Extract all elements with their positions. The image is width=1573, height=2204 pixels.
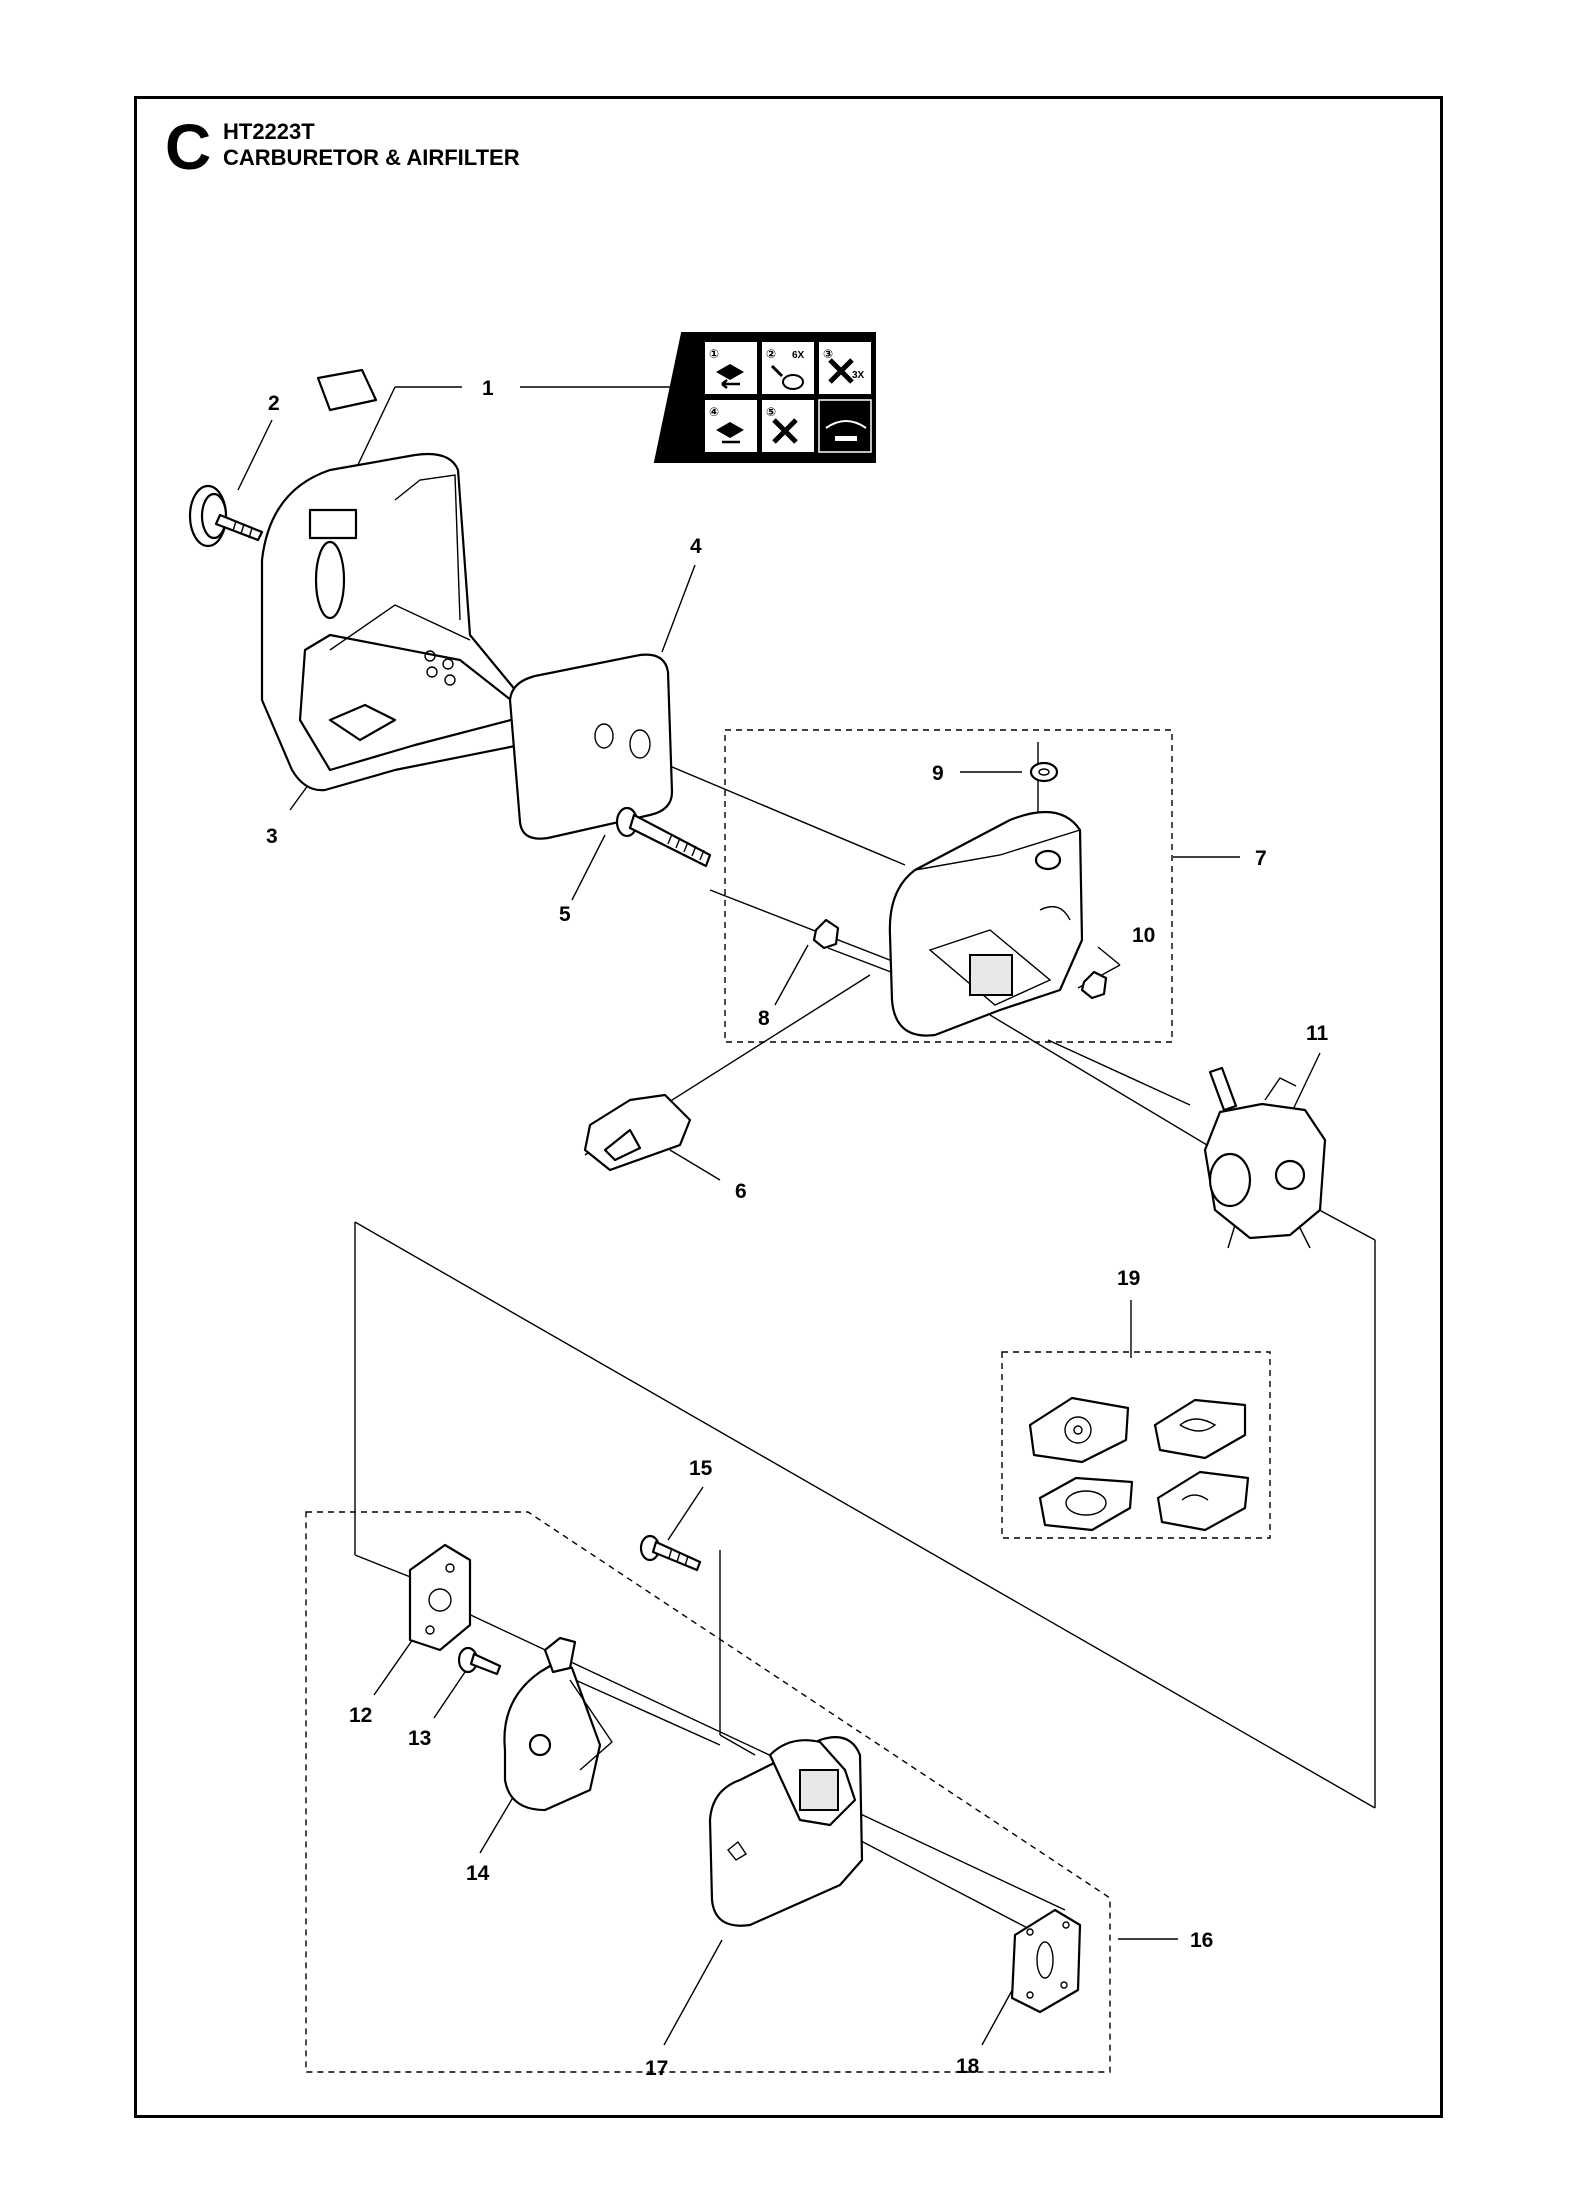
callout-17: 17: [645, 2057, 668, 2080]
callout-2: 2: [268, 392, 280, 415]
decal-step-3: ③: [823, 347, 833, 361]
filter-bolt: [615, 806, 712, 868]
callout-10: 10: [1132, 924, 1155, 947]
instruction-decal: ① ② ③ ④ ⑤ 6X 3X: [653, 332, 876, 463]
callout-14: 14: [466, 1862, 490, 1885]
air-filter-element: [508, 653, 674, 840]
model-number: HT2223T: [223, 119, 315, 144]
decal-step-2: ②: [766, 347, 776, 361]
callout-19: 19: [1117, 1267, 1140, 1290]
filter-bracket: [503, 1636, 613, 1812]
kit-box-7: [724, 729, 1173, 1043]
carburetor: [1203, 1066, 1327, 1249]
callout-11: 11: [1306, 1022, 1329, 1045]
callout-4: 4: [690, 535, 702, 558]
callout-7: 7: [1255, 847, 1267, 870]
kit-box-19: [1001, 1351, 1271, 1539]
callout-12: 12: [349, 1704, 372, 1727]
kit-box-16: [305, 1511, 1111, 2073]
callout-18: 18: [956, 2055, 980, 2078]
bracket-screw: [457, 1646, 502, 1676]
callout-6: 6: [735, 1180, 747, 1203]
callout-labels: 1 2 3 4 5 6 7 8 9 10 11 12 13 14 15 16 1…: [266, 377, 1329, 2080]
callout-13: 13: [408, 1727, 431, 1750]
housing-washer: [1029, 761, 1059, 783]
callout-15: 15: [689, 1457, 713, 1480]
drawing-frame: [134, 96, 1443, 2118]
decal-label: [316, 368, 378, 412]
decal-step-5: ⑤: [766, 405, 776, 419]
gasket-kit: [1028, 1396, 1250, 1532]
spacer-gasket: [408, 1543, 472, 1652]
air-filter-cover: [260, 452, 542, 792]
intake-gasket: [1010, 1908, 1082, 2014]
callout-8: 8: [758, 1007, 770, 1030]
callout-5: 5: [559, 903, 571, 926]
decal-3x-label: 3X: [852, 370, 865, 381]
choke-lever: [583, 1093, 692, 1172]
housing-screw: [639, 1534, 702, 1572]
intake-housing: [708, 1736, 864, 1927]
carburetor-housing: [888, 810, 1084, 1037]
callout-3: 3: [266, 825, 278, 848]
decal-6x-label: 6X: [792, 350, 805, 361]
section-letter: C: [165, 111, 212, 183]
decal-step-1: ①: [709, 347, 719, 361]
callout-9: 9: [932, 762, 944, 785]
callout-1: 1: [482, 377, 494, 400]
page-title: CARBURETOR & AIRFILTER: [223, 145, 520, 170]
callout-16: 16: [1190, 1929, 1213, 1952]
cover-knob: [188, 484, 264, 548]
decal-step-4: ④: [709, 405, 719, 419]
carburetor-nut: [1080, 970, 1108, 1000]
housing-nut: [812, 918, 840, 950]
